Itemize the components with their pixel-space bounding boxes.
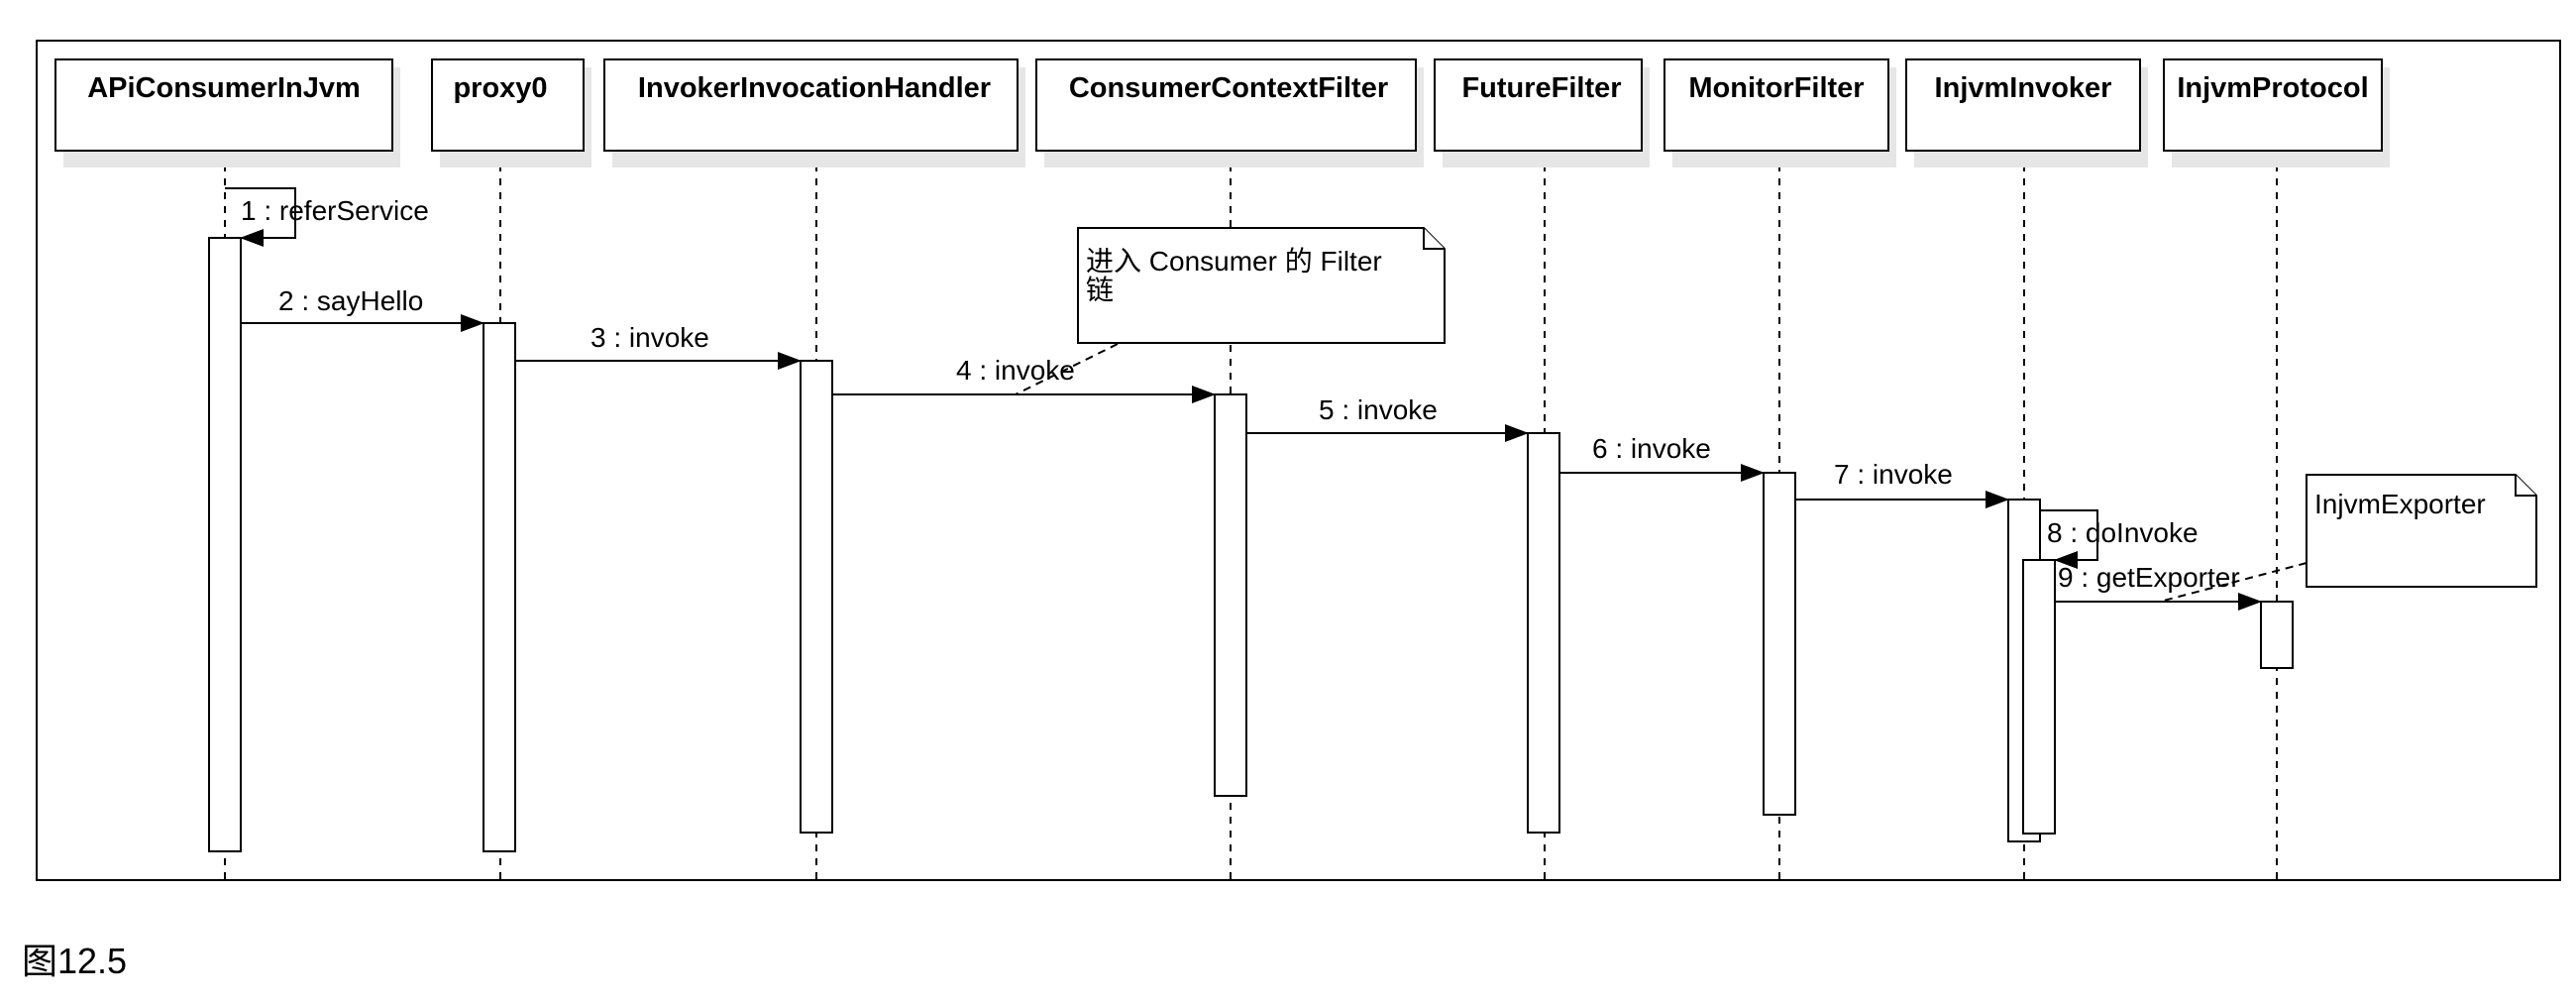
message-7-invoke: 7 : invoke	[1795, 459, 2009, 508]
message-9-getexporter: 9 : getExporter	[2055, 562, 2262, 611]
participant-futurefilter: FutureFilter	[1434, 58, 1650, 167]
note-connector	[1015, 343, 1119, 395]
diagram-frame	[36, 40, 2561, 881]
activation-futurefilter	[1527, 432, 1560, 834]
participant-label: proxy0	[453, 72, 547, 104]
note-connector	[2159, 562, 2308, 603]
participant-injvminvoker: InjvmInvoker	[1905, 58, 2148, 167]
participant-invokerinvocationhandler: InvokerInvocationHandler	[603, 58, 1025, 167]
message-label: 5 : invoke	[1319, 394, 1438, 425]
participant-proxy0: proxy0	[431, 58, 591, 167]
participant-headers: APiConsumerInJvm proxy0 InvokerInvocatio…	[54, 58, 2390, 167]
activation-monitorfilter	[1763, 472, 1796, 816]
activation-invokerinvocationhandler	[800, 360, 833, 834]
activation-apiconsumerinjvm	[208, 237, 242, 852]
message-label: 1 : referService	[241, 195, 429, 226]
note-injvmexporter: InjvmExporter	[2159, 474, 2537, 603]
message-2-sayhello: 2 : sayHello	[241, 285, 484, 332]
message-6-invoke: 6 : invoke	[1559, 433, 1765, 482]
note-box	[2306, 474, 2537, 588]
participant-apiconsumerinjvm: APiConsumerInJvm	[54, 58, 400, 167]
participant-consumercontextfilter: ConsumerContextFilter	[1035, 58, 1424, 167]
participant-label: InvokerInvocationHandler	[638, 72, 991, 104]
message-label: 4 : invoke	[956, 355, 1075, 386]
participant-label: ConsumerContextFilter	[1069, 72, 1388, 104]
note-box	[1077, 227, 1446, 344]
message-5-invoke: 5 : invoke	[1246, 394, 1529, 442]
participant-injvmprotocol: InjvmProtocol	[2163, 58, 2390, 167]
message-label: 2 : sayHello	[278, 285, 423, 316]
participant-label: MonitorFilter	[1688, 72, 1864, 104]
activation-proxy0	[483, 322, 516, 852]
note-text-line-2: 链	[1086, 275, 1114, 305]
message-1-referservice: 1 : referService	[225, 187, 429, 247]
message-8-doinvoke: 8 : doInvoke	[2040, 509, 2199, 569]
message-label: 7 : invoke	[1834, 459, 1953, 490]
participant-label: APiConsumerInJvm	[87, 72, 361, 104]
participant-label: InjvmInvoker	[1935, 72, 2112, 104]
message-3-invoke: 3 : invoke	[515, 322, 802, 370]
message-label: 8 : doInvoke	[2047, 517, 2199, 548]
participant-label: InjvmProtocol	[2177, 72, 2368, 104]
activation-injvminvoker-nested	[2022, 559, 2056, 835]
note-filter-chain: 进入 Consumer 的 Filter 链	[1015, 227, 1446, 395]
note-text-line-1: 进入 Consumer 的 Filter	[1086, 246, 1382, 277]
figure-caption: 图12.5	[22, 941, 127, 981]
participant-monitorfilter: MonitorFilter	[1664, 58, 1896, 167]
message-label: 3 : invoke	[590, 322, 709, 353]
message-4-invoke: 4 : invoke	[832, 355, 1216, 403]
activation-injvmprotocol	[2260, 601, 2294, 669]
messages: 1 : referService 2 : sayHello 3 : invoke…	[225, 187, 2262, 611]
participant-label: FutureFilter	[1461, 72, 1621, 104]
activation-bars	[208, 237, 2294, 852]
activation-consumercontextfilter	[1214, 393, 1247, 797]
note-text-line-1: InjvmExporter	[2314, 489, 2486, 519]
message-label: 6 : invoke	[1592, 433, 1711, 464]
